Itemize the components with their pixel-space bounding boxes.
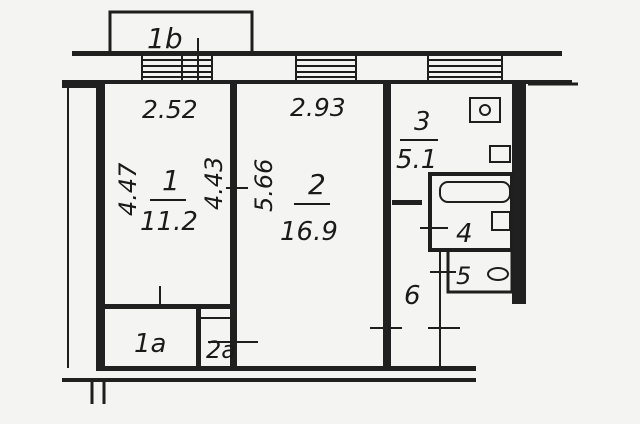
exterior-wall-right bbox=[512, 82, 578, 304]
exterior-wall-top bbox=[62, 51, 572, 84]
dimension-room1-length: 4.47 bbox=[114, 162, 142, 216]
room-number-4: 4 bbox=[456, 219, 473, 249]
room-number-6: 6 bbox=[404, 281, 421, 311]
dimension-room1-length-inner: 4.43 bbox=[200, 157, 228, 210]
window-room2 bbox=[295, 56, 357, 80]
bath-sink-icon bbox=[491, 211, 511, 231]
room-number-5: 5 bbox=[456, 262, 471, 290]
room-number-1a: 1a bbox=[134, 329, 166, 359]
room-number-2a: 2a bbox=[206, 336, 236, 364]
labels: 1b 2.52 2.93 4.47 4.43 5.66 1 11.2 2 16.… bbox=[114, 22, 473, 364]
kitchen-sink-icon bbox=[489, 145, 511, 163]
room-number-3: 3 bbox=[414, 107, 431, 137]
exterior-wall-left bbox=[62, 84, 105, 368]
stove-icon bbox=[469, 97, 501, 123]
exterior-wall-bottom bbox=[62, 366, 476, 404]
room-number-1: 1 bbox=[162, 164, 180, 197]
dimension-room1-width: 2.52 bbox=[142, 95, 198, 124]
dimension-room2-width: 2.93 bbox=[290, 93, 346, 122]
room-label-1b: 1b bbox=[147, 22, 183, 55]
interior-walls bbox=[105, 84, 514, 368]
room-area-1: 11.2 bbox=[140, 207, 198, 237]
dimension-room2-length: 5.66 bbox=[250, 159, 278, 212]
room-number-2: 2 bbox=[308, 168, 326, 201]
room-area-2: 16.9 bbox=[280, 217, 338, 247]
window-room1 bbox=[141, 56, 213, 80]
room-area-3: 5.1 bbox=[396, 145, 437, 175]
window-kitchen bbox=[427, 56, 503, 80]
toilet-icon bbox=[487, 267, 509, 281]
